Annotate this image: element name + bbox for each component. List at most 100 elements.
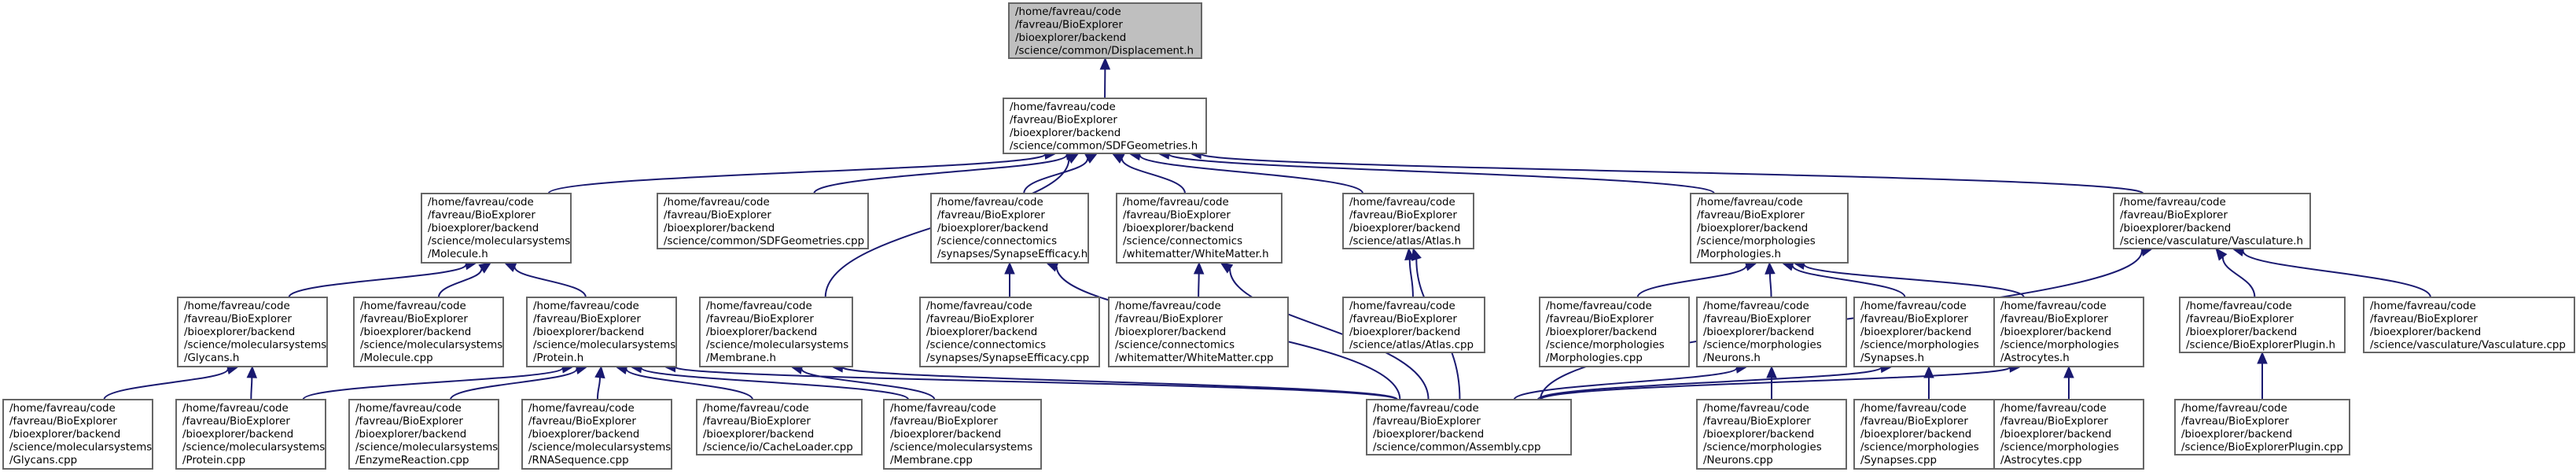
node-label-line: /science/molecularsystems [706, 340, 848, 352]
node-label-line: /EnzymeReaction.cpp [355, 455, 469, 466]
node-label-line: /science/io/CacheLoader.cpp [703, 442, 853, 454]
node-label-line: /bioexplorer/backend [1546, 326, 1657, 338]
node-glycans-cpp[interactable]: /home/favreau/code/favreau/BioExplorer/b… [2, 399, 153, 470]
node-label-line: /bioexplorer/backend [1010, 127, 1121, 139]
edge-sdfgeometries-cpp-to-sdfgeometries-h [813, 149, 1079, 194]
node-label-line: /favreau/BioExplorer [1703, 416, 1811, 428]
edge-line [2242, 250, 2431, 298]
edge-arrowhead [2257, 351, 2268, 364]
node-astrocytes-cpp[interactable]: /home/favreau/code/favreau/BioExplorer/b… [1993, 399, 2144, 470]
node-assembly-cpp[interactable]: /home/favreau/code/favreau/BioExplorer/b… [1366, 399, 1572, 455]
node-rnasequence-cpp[interactable]: /home/favreau/code/favreau/BioExplorer/b… [521, 399, 672, 470]
node-bioexplorerplugin-cpp[interactable]: /home/favreau/code/favreau/BioExplorer/b… [2174, 399, 2350, 455]
edge-synapseefficacy-cpp-to-synapseefficacy-h [1004, 261, 1015, 297]
node-label-line: /Membrane.h [706, 352, 776, 364]
node-label: /home/favreau/code/favreau/BioExplorer/b… [9, 403, 152, 466]
node-label-line: /home/favreau/code [2370, 301, 2476, 312]
node-neurons-cpp[interactable]: /home/favreau/code/favreau/BioExplorer/b… [1696, 399, 1847, 470]
node-box [2179, 297, 2346, 353]
node-label-line: /favreau/BioExplorer [1697, 210, 1805, 222]
node-synapseefficacy-h[interactable]: /home/favreau/code/favreau/BioExplorer/b… [930, 193, 1089, 264]
node-label-line: /bioexplorer/backend [1349, 326, 1460, 338]
node-neurons-h[interactable]: /home/favreau/code/favreau/BioExplorer/b… [1696, 297, 1847, 367]
node-label-line: /science/atlas/Atlas.cpp [1349, 340, 1474, 352]
edge-line [1198, 273, 1200, 298]
edge-assembly-cpp-to-whitematter-h [1220, 262, 1430, 400]
edge-glycans-cpp-to-glycans-h [103, 363, 240, 400]
node-molecule-h[interactable]: /home/favreau/code/favreau/BioExplorer/b… [421, 193, 572, 264]
node-label: /home/favreau/code/favreau/BioExplorer/b… [1860, 301, 1979, 364]
edge-rnasequence-cpp-to-protein-h [594, 365, 605, 400]
node-label-line: /bioexplorer/backend [937, 223, 1048, 234]
node-label-line: /bioexplorer/backend [2181, 429, 2292, 441]
edge-line [800, 368, 936, 400]
node-label: /home/favreau/code/favreau/BioExplorer/b… [926, 301, 1089, 364]
edge-arrowhead [1766, 365, 1777, 378]
node-atlas-h[interactable]: /home/favreau/code/favreau/BioExplorer/b… [1342, 193, 1474, 249]
node-label-line: /home/favreau/code [1546, 301, 1652, 312]
node-label-line: /bioexplorer/backend [9, 429, 120, 441]
node-label-line: /home/favreau/code [182, 403, 289, 415]
node-label-line: /Morphologies.cpp [1546, 352, 1643, 364]
node-box [696, 399, 863, 455]
node-label: /home/favreau/code/favreau/BioExplorer/b… [2181, 403, 2343, 454]
node-synapses-cpp[interactable]: /home/favreau/code/favreau/BioExplorer/b… [1853, 399, 2004, 470]
node-bioexplorerplugin-h[interactable]: /home/favreau/code/favreau/BioExplorer/b… [2179, 297, 2346, 353]
node-whitematter-cpp[interactable]: /home/favreau/code/favreau/BioExplorer/b… [1108, 297, 1289, 367]
node-label: /home/favreau/code/favreau/BioExplorer/b… [533, 301, 675, 364]
node-label-line: /synapses/SynapseEfficacy.h [937, 249, 1087, 260]
node-label-line: /bioexplorer/backend [2000, 326, 2111, 338]
node-label: /home/favreau/code/favreau/BioExplorer/b… [360, 301, 502, 364]
node-label-line: /science/morphologies [1860, 442, 1979, 454]
node-label-line: /whitematter/WhiteMatter.h [1123, 249, 1269, 260]
node-label: /home/favreau/code/favreau/BioExplorer/b… [1123, 197, 1269, 260]
edge-arrowhead [594, 365, 605, 379]
node-label-line: /favreau/BioExplorer [1115, 314, 1223, 326]
node-enzymereaction-cpp[interactable]: /home/favreau/code/favreau/BioExplorer/b… [348, 399, 499, 470]
edge-glycans-h-to-molecule-h [288, 259, 478, 298]
node-label-line: /favreau/BioExplorer [890, 416, 998, 428]
node-sdfgeometries-cpp[interactable]: /home/favreau/code/favreau/BioExplorer/b… [657, 193, 869, 249]
node-membrane-h[interactable]: /home/favreau/code/favreau/BioExplorer/b… [699, 297, 853, 367]
node-morphologies-cpp[interactable]: /home/favreau/code/favreau/BioExplorer/b… [1539, 297, 1690, 367]
node-label-line: /bioexplorer/backend [533, 326, 644, 338]
node-atlas-cpp[interactable]: /home/favreau/code/favreau/BioExplorer/b… [1342, 297, 1485, 353]
node-label: /home/favreau/code/favreau/BioExplorer/b… [1010, 101, 1198, 153]
node-label-line: /science/morphologies [2000, 340, 2119, 352]
node-label-line: /science/morphologies [1546, 340, 1665, 352]
node-sdfgeometries-h[interactable]: /home/favreau/code/favreau/BioExplorer/b… [1003, 98, 1207, 154]
node-label-line: /Astrocytes.h [2000, 352, 2070, 364]
node-vasculature-cpp[interactable]: /home/favreau/code/favreau/BioExplorer/b… [2363, 297, 2575, 353]
node-box [2363, 297, 2575, 353]
node-label: /home/favreau/code/favreau/BioExplorer/b… [182, 403, 325, 466]
node-synapses-h[interactable]: /home/favreau/code/favreau/BioExplorer/b… [1853, 297, 2004, 367]
edge-line [841, 366, 1398, 400]
node-label-line: /favreau/BioExplorer [2120, 210, 2228, 222]
node-membrane-cpp[interactable]: /home/favreau/code/favreau/BioExplorer/b… [883, 399, 1042, 470]
edge-line [674, 366, 1398, 400]
node-synapseefficacy-cpp[interactable]: /home/favreau/code/favreau/BioExplorer/b… [919, 297, 1100, 367]
node-label: /home/favreau/code/favreau/BioExplorer/b… [1697, 197, 1816, 260]
node-label-line: /favreau/BioExplorer [9, 416, 117, 428]
node-vasculature-h[interactable]: /home/favreau/code/favreau/BioExplorer/b… [2113, 193, 2311, 249]
node-protein-h[interactable]: /home/favreau/code/favreau/BioExplorer/b… [526, 297, 677, 367]
node-molecule-cpp[interactable]: /home/favreau/code/favreau/BioExplorer/b… [353, 297, 504, 367]
node-label-line: /favreau/BioExplorer [703, 416, 811, 428]
edge-line [1513, 367, 1738, 400]
node-label-line: /home/favreau/code [703, 403, 809, 415]
node-label-line: /home/favreau/code [2000, 301, 2107, 312]
node-label-line: /favreau/BioExplorer [1860, 416, 1968, 428]
node-glycans-h[interactable]: /home/favreau/code/favreau/BioExplorer/b… [177, 297, 328, 367]
edge-arrowhead [1411, 247, 1422, 261]
node-label-line: /home/favreau/code [1115, 301, 1221, 312]
node-morphologies-h[interactable]: /home/favreau/code/favreau/BioExplorer/b… [1690, 193, 1849, 264]
edge-protein-cpp-to-glycans-h [246, 365, 258, 400]
edge-line [1791, 265, 1906, 298]
node-displacement[interactable]: /home/favreau/code/favreau/BioExplorer/b… [1008, 2, 1202, 59]
node-cacheloader-cpp[interactable]: /home/favreau/code/favreau/BioExplorer/b… [696, 399, 863, 455]
node-astrocytes-h[interactable]: /home/favreau/code/favreau/BioExplorer/b… [1993, 297, 2144, 367]
node-protein-cpp[interactable]: /home/favreau/code/favreau/BioExplorer/b… [175, 399, 326, 470]
node-label-line: /bioexplorer/backend [528, 429, 639, 441]
node-label-line: /synapses/SynapseEfficacy.cpp [926, 352, 1089, 364]
node-whitematter-h[interactable]: /home/favreau/code/favreau/BioExplorer/b… [1116, 193, 1282, 264]
